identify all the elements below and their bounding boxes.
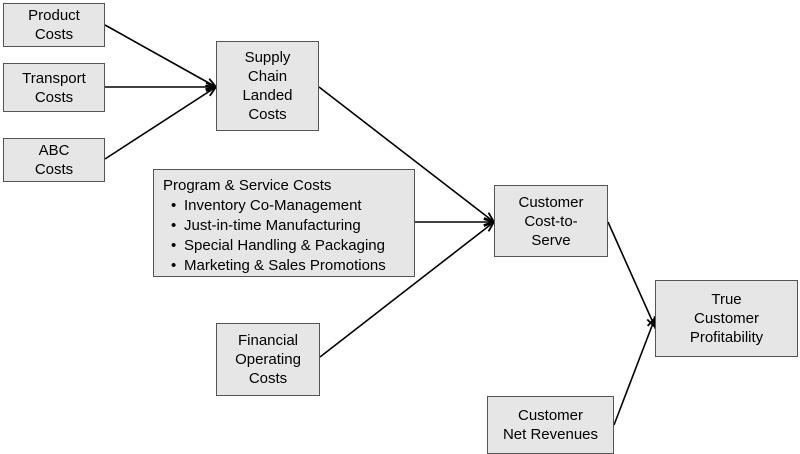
node-customer-net-revenues: Customer Net Revenues	[487, 396, 614, 454]
node-label-line: Cost-to-	[524, 212, 578, 230]
list-item: Inventory Co-Management	[171, 196, 386, 216]
list-item: Marketing & Sales Promotions	[171, 256, 386, 276]
node-abc-costs: ABC Costs	[3, 138, 105, 182]
node-label-line: Operating	[235, 351, 301, 368]
node-customer-cost-to-serve: Customer Cost-to- Serve	[494, 185, 608, 257]
node-label-line: Costs	[248, 370, 288, 387]
arrow-supply-chain-to-cost-to-serve	[318, 86, 494, 222]
node-label-line: Landed	[242, 87, 293, 104]
node-label-line: Financial	[237, 332, 299, 349]
node-supply-chain-landed-costs: Supply Chain Landed Costs	[216, 41, 319, 131]
node-label-line: Customer	[518, 193, 584, 211]
node-label-line: Customer	[517, 407, 584, 424]
node-label-line: Costs	[34, 88, 74, 106]
cost-item-list: Inventory Co-Management Just-in-time Man…	[163, 196, 386, 276]
node-label-line: Costs	[34, 161, 74, 178]
node-label-line: Customer	[693, 310, 760, 327]
node-label-line: Product	[28, 7, 80, 24]
node-label-line: Profitability	[689, 329, 764, 346]
node-financial-operating-costs: Financial Operating Costs	[216, 323, 320, 396]
arrow-net-revenues-to-profitability	[613, 318, 655, 426]
node-label-line: Costs	[248, 106, 287, 123]
arrow-product-to-supply-chain	[104, 24, 216, 87]
node-product-costs: Product Costs	[3, 3, 105, 47]
node-label-line: Net Revenues	[502, 426, 599, 443]
node-label-line: Serve	[531, 231, 571, 249]
node-label-line: True	[711, 291, 742, 308]
list-item: Just-in-time Manufacturing	[171, 216, 386, 236]
arrow-cost-to-serve-to-profitability	[607, 221, 655, 327]
node-label-line: Transport	[22, 69, 86, 87]
list-item: Special Handling & Packaging	[171, 236, 386, 256]
node-true-customer-profitability: True Customer Profitability	[655, 280, 798, 357]
node-label-line: Supply	[244, 49, 291, 66]
arrow-abc-to-supply-chain	[104, 87, 216, 160]
node-title: Program & Service Costs	[163, 177, 332, 194]
node-label-line: Chain	[247, 68, 288, 85]
arrow-financial-to-cost-to-serve	[319, 222, 494, 358]
node-program-service-costs: Program & Service Costs Inventory Co-Man…	[153, 169, 415, 277]
node-label-line: ABC	[38, 142, 70, 159]
node-transport-costs: Transport Costs	[3, 63, 105, 112]
node-label-line: Costs	[34, 26, 74, 43]
